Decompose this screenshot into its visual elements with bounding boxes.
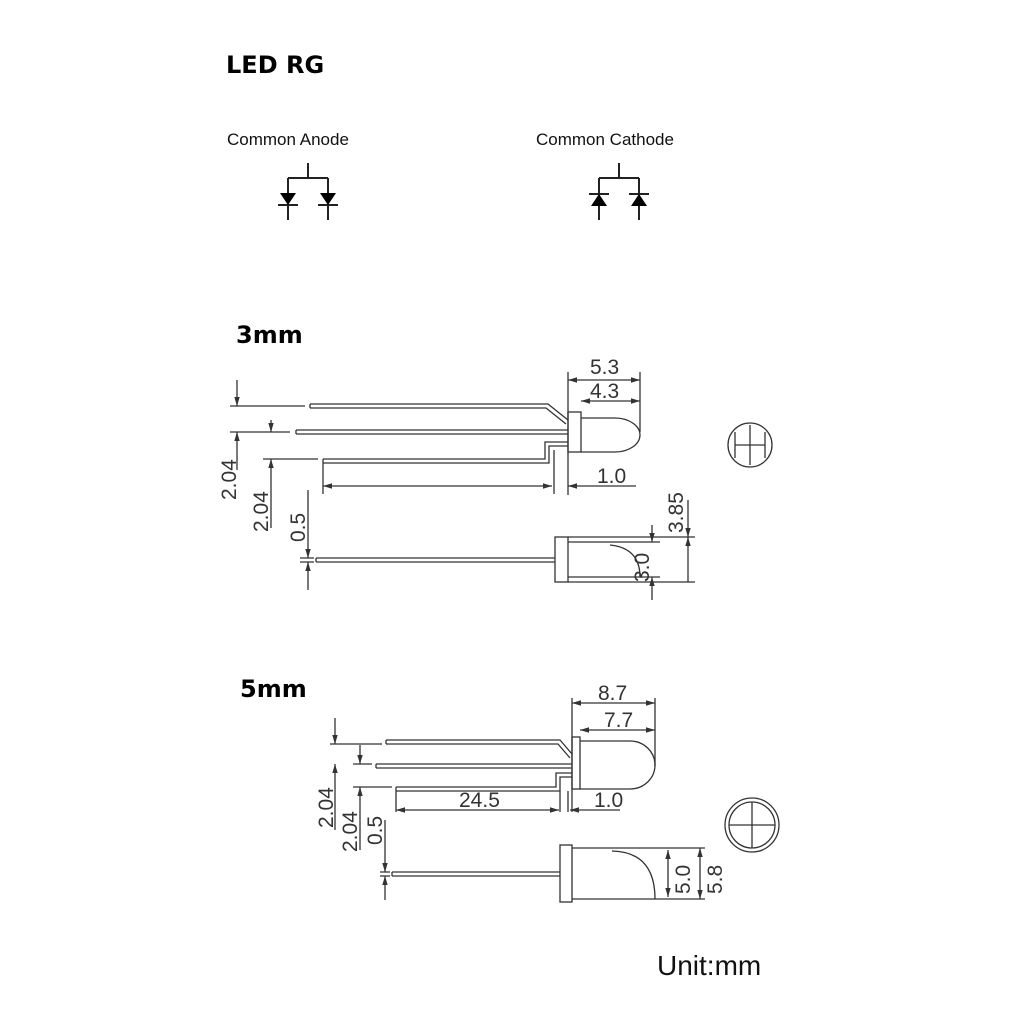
led-5mm-end-view	[724, 797, 780, 853]
common-cathode-label: Common Cathode	[536, 130, 674, 149]
dim-3mm-flange-diameter: 3.85	[665, 492, 688, 533]
dim-3mm-pitch2: 2.04	[250, 491, 273, 532]
dim-5mm-pitch1: 2.04	[315, 787, 338, 828]
led-5mm-top-view	[375, 736, 656, 792]
dim-3mm-pitch1: 2.04	[218, 459, 241, 500]
dim-5mm-flange: 1.0	[594, 789, 623, 812]
dim-3mm-flange: 1.0	[597, 465, 626, 488]
unit-label: Unit:mm	[657, 950, 761, 981]
dim-5mm-pitch2: 2.04	[339, 811, 362, 852]
dim-5mm-lead-length: 24.5	[459, 789, 500, 812]
led-3mm-top-view	[295, 403, 641, 464]
dim-5mm-overall: 8.7	[598, 682, 627, 705]
led-5mm-side-view: 5.0 5.8	[391, 844, 727, 903]
common-anode-symbol	[278, 163, 338, 220]
common-anode-label: Common Anode	[227, 130, 349, 149]
common-cathode-symbol	[589, 163, 649, 220]
dim-5mm-flange-diameter: 5.8	[704, 865, 727, 894]
heading-5mm: 5mm	[240, 675, 307, 703]
dim-3mm-body: 4.3	[590, 380, 619, 403]
dim-5mm-body: 7.7	[604, 709, 633, 732]
dim-5mm-diameter: 5.0	[672, 865, 695, 894]
led-5mm-dimensions: 8.7 7.7 24.5 1.0 2.04 2.04 0.5	[315, 682, 656, 900]
dim-5mm-lead: 0.5	[364, 816, 387, 845]
led-3mm-end-view	[727, 422, 773, 468]
dim-3mm-diameter: 3.0	[631, 553, 654, 582]
dim-3mm-lead: 0.5	[287, 513, 310, 542]
led-3mm-dimensions: 5.3 4.3 1.0 2.04 2.04 0.5	[218, 356, 641, 590]
dim-3mm-overall: 5.3	[590, 356, 619, 379]
heading-3mm: 3mm	[236, 321, 303, 349]
led-3mm-side-view: 3.0 3.85	[315, 492, 695, 600]
title: LED RG	[226, 51, 324, 79]
